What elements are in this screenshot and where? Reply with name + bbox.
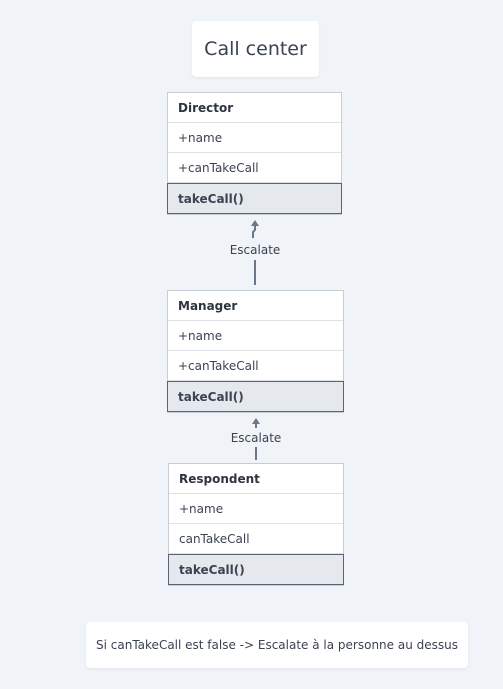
arrow-up-icon bbox=[251, 220, 259, 226]
class-director-attr-cantakecall: +canTakeCall bbox=[168, 153, 341, 183]
escalate-label-manager-director: Escalate bbox=[229, 243, 281, 257]
class-respondent-method: takeCall() bbox=[168, 554, 344, 585]
class-respondent-name: Respondent bbox=[169, 464, 343, 494]
class-director-name: Director bbox=[168, 93, 341, 123]
class-director: Director +name +canTakeCall takeCall() bbox=[167, 92, 342, 215]
class-manager-attr-name: +name bbox=[168, 321, 343, 351]
escalate-connector-manager-director bbox=[251, 220, 259, 285]
escalate-label-respondent-manager: Escalate bbox=[230, 431, 282, 445]
class-manager-name: Manager bbox=[168, 291, 343, 321]
class-director-method: takeCall() bbox=[167, 183, 342, 214]
escalate-connector-respondent-manager bbox=[252, 418, 260, 460]
class-respondent-attr-cantakecall: canTakeCall bbox=[169, 524, 343, 554]
note-card: Si canTakeCall est false -> Escalate à l… bbox=[86, 622, 468, 668]
class-director-attr-name: +name bbox=[168, 123, 341, 153]
class-respondent: Respondent +name canTakeCall takeCall() bbox=[168, 463, 344, 586]
class-manager-attr-cantakecall: +canTakeCall bbox=[168, 351, 343, 381]
arrow-up-icon bbox=[252, 418, 260, 424]
class-manager-method: takeCall() bbox=[167, 381, 344, 412]
class-manager: Manager +name +canTakeCall takeCall() bbox=[167, 290, 344, 413]
class-respondent-attr-name: +name bbox=[169, 494, 343, 524]
diagram-title: Call center bbox=[192, 21, 319, 77]
